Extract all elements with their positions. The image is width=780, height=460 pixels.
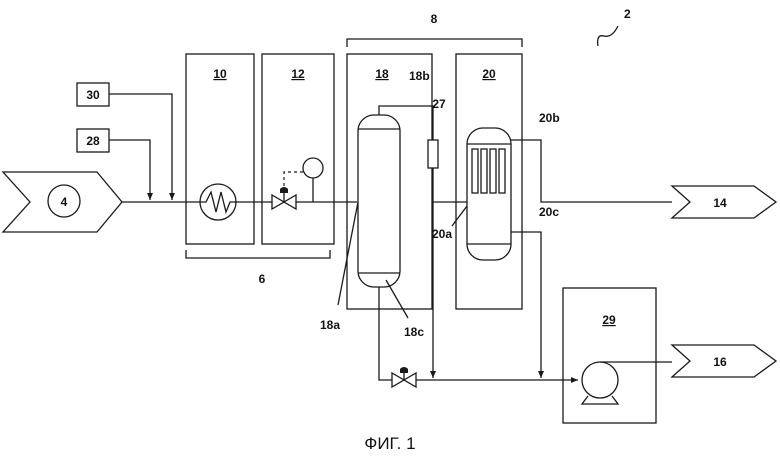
label-box-28: 28 — [86, 134, 100, 148]
line-30 — [109, 94, 172, 200]
tube-4 — [499, 149, 505, 193]
column-18-vessel — [358, 115, 400, 287]
leader-18c — [386, 280, 408, 318]
label-port-20b: 20b — [539, 111, 560, 125]
control-signal-line — [284, 172, 303, 186]
brace-6 — [186, 250, 330, 258]
line-20c-down — [511, 232, 541, 378]
sensor-27 — [428, 140, 438, 168]
label-outlet-14: 14 — [713, 196, 727, 210]
controller-gauge-icon — [303, 158, 323, 178]
tube-2 — [481, 149, 487, 193]
leader-18a — [338, 202, 358, 305]
label-outlet-16: 16 — [713, 355, 727, 369]
label-unit-12: 12 — [291, 67, 305, 81]
line-to-20a — [433, 168, 467, 202]
label-system-2: 2 — [624, 7, 631, 21]
pump-icon — [582, 362, 618, 398]
bottom-line-18 — [379, 287, 392, 380]
bottom-valve-actuator-icon — [400, 367, 408, 373]
unit-29 — [563, 288, 656, 423]
leader-20a — [452, 206, 467, 226]
label-box-30: 30 — [86, 88, 100, 102]
label-sensor-27: 27 — [432, 97, 446, 111]
figure-caption: ФИГ. 1 — [364, 434, 415, 453]
label-unit-29: 29 — [602, 313, 616, 327]
column-20-vessel — [467, 128, 511, 260]
label-source: 4 — [61, 195, 68, 209]
tube-3 — [490, 149, 496, 193]
label-port-20a: 20a — [432, 227, 452, 241]
label-port-18c: 18c — [404, 325, 424, 339]
unit-12 — [262, 54, 334, 244]
line-20b-to-14 — [511, 140, 672, 202]
label-unit-18: 18 — [375, 67, 389, 81]
label-port-20c: 20c — [539, 205, 559, 219]
label-group-8: 8 — [431, 12, 438, 26]
label-unit-20: 20 — [482, 67, 496, 81]
label-unit-10: 10 — [213, 67, 227, 81]
valve-actuator-icon — [280, 187, 288, 193]
label-port-18b: 18b — [409, 69, 430, 83]
label-port-18a: 18a — [320, 318, 340, 332]
tube-1 — [472, 149, 478, 193]
leader-system-2 — [598, 26, 618, 46]
line-28 — [109, 140, 150, 200]
label-group-6: 6 — [259, 272, 266, 286]
brace-8 — [347, 39, 522, 47]
